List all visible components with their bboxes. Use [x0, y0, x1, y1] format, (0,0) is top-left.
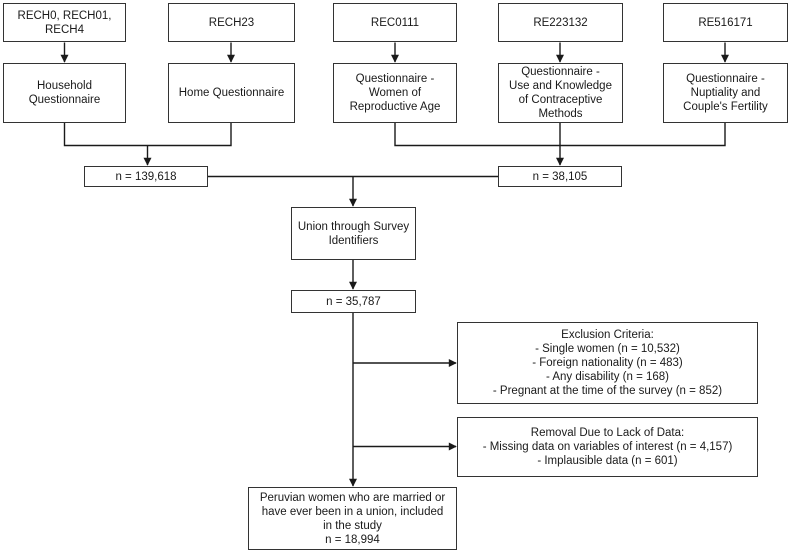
node-rech0: RECH0, RECH01, RECH4	[3, 3, 126, 42]
node-exclusion-criteria: Exclusion Criteria: - Single women (n = …	[457, 322, 758, 404]
node-n-women: n = 38,105	[498, 166, 622, 187]
node-n-union: n = 35,787	[291, 290, 416, 313]
node-rech23: RECH23	[168, 3, 295, 42]
node-household-questionnaire: Household Questionnaire	[3, 63, 126, 123]
node-n-households: n = 139,618	[84, 166, 208, 187]
bracket-left	[63, 123, 232, 147]
node-re516171: RE516171	[663, 3, 788, 42]
node-re223132: RE223132	[498, 3, 623, 42]
node-nuptiality-questionnaire: Questionnaire - Nuptiality and Couple's …	[663, 63, 788, 123]
node-women-questionnaire: Questionnaire - Women of Reproductive Ag…	[333, 63, 457, 123]
node-removal-lack-of-data: Removal Due to Lack of Data: - Missing d…	[457, 417, 758, 477]
node-contraceptive-questionnaire: Questionnaire - Use and Knowledge of Con…	[498, 63, 623, 123]
node-rec0111: REC0111	[333, 3, 457, 42]
node-union-through-identifiers: Union through Survey Identifiers	[291, 207, 416, 260]
bracket-right	[394, 123, 726, 147]
node-final-study-population: Peruvian women who are married or have e…	[248, 487, 457, 550]
node-home-questionnaire: Home Questionnaire	[168, 63, 295, 123]
